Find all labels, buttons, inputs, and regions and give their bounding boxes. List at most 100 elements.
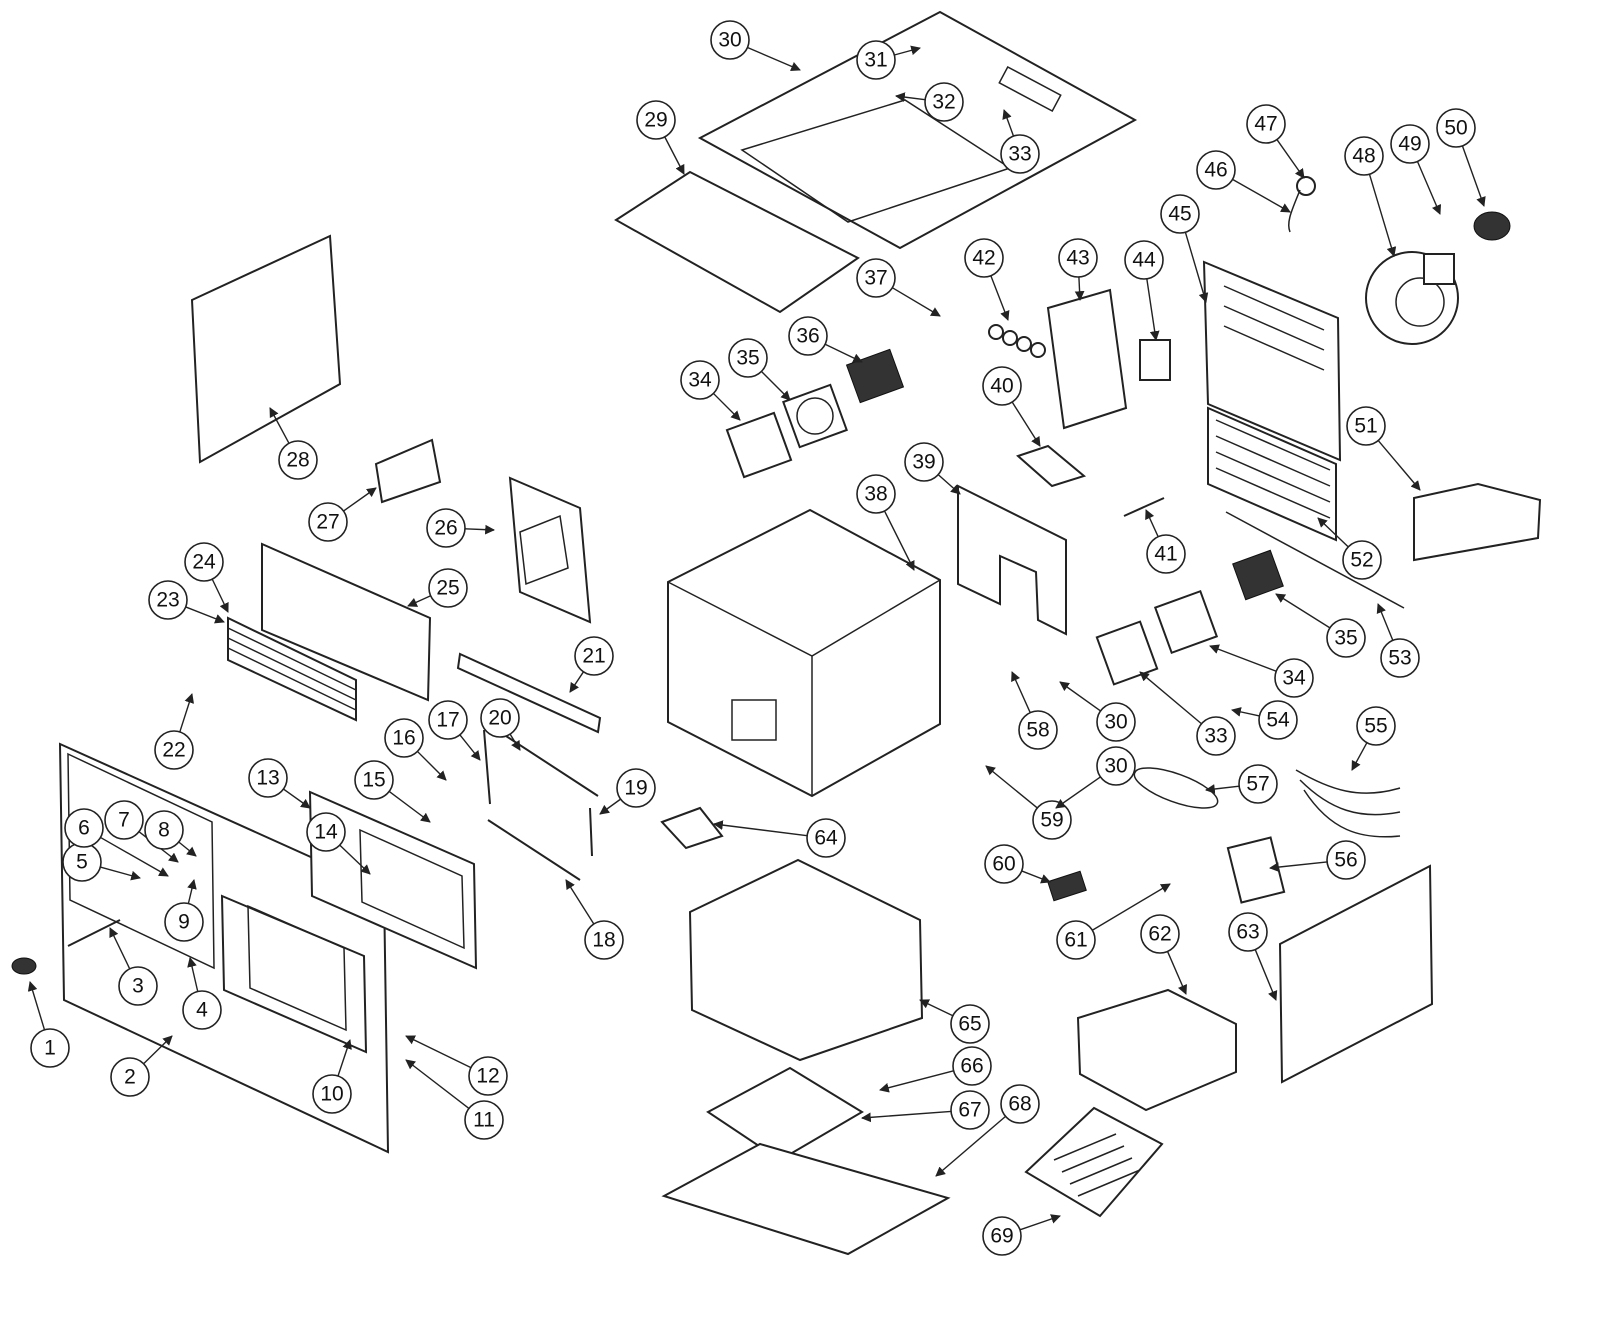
callout-circle [248,758,288,798]
callout-leader-line [747,46,801,72]
callout-circle [806,818,846,858]
callout-leader-line [1209,644,1277,672]
callout-number: 5 [76,851,88,874]
callout-leader-line [919,999,954,1017]
callout-leader-line [1002,109,1015,137]
callout-number: 33 [1008,143,1031,166]
callout-leader-line [1011,401,1041,447]
callout-56: 56 [1269,840,1366,880]
grate-part [227,616,357,722]
callout-circle [728,338,768,378]
callout-leader-line [713,820,808,837]
callout-leader-line [1416,161,1442,215]
callout-leader-line [109,927,131,970]
callout-leader-line [937,474,961,495]
motor-part [1139,339,1171,381]
callout-circle [952,1046,992,1086]
callout-number: 57 [1246,773,1269,796]
callout-circle [1238,764,1278,804]
callout-leader-line [1275,593,1331,629]
callout-number: 28 [286,449,309,472]
callout-number: 34 [1282,667,1306,690]
callout-number: 33 [1204,725,1227,748]
callout-circle [1096,702,1136,742]
igniter-part [1123,497,1165,517]
callout-21: 21 [569,636,614,693]
callout-leader-line [935,1115,1007,1177]
callout-circle [1342,540,1382,580]
callout-48: 48 [1344,136,1397,257]
callout-63: 63 [1228,912,1278,1001]
callout-46: 46 [1196,150,1291,213]
callout-28: 28 [269,407,318,480]
callout-number: 58 [1026,719,1049,742]
callout-leader-line [339,844,371,875]
callout-number: 30 [1104,711,1127,734]
callout-leader-line [100,866,141,881]
callout-leader-line [879,1070,954,1093]
callout-leader-line [894,45,921,56]
cap-part [1473,211,1511,241]
callout-9: 9 [164,879,204,942]
callout-13: 13 [248,758,311,809]
callout-number: 62 [1148,923,1171,946]
callout-leader-line [1091,883,1171,931]
callout-number: 15 [362,769,385,792]
base-box-part [688,858,924,1062]
callout-circle [636,100,676,140]
callout-leader-line [143,1035,173,1065]
washers-part [988,324,1046,358]
sensor-part [1296,176,1316,196]
callout-54: 54 [1231,700,1298,740]
callout-number: 29 [644,109,667,132]
callout-leader-line [1351,742,1368,771]
callout-number: 68 [1008,1093,1031,1116]
left-side-panel-part [190,234,342,464]
callout-49: 49 [1390,124,1442,215]
callout-leader-line [1254,949,1278,1001]
callout-circle [306,812,346,852]
shield-part [957,484,1067,636]
callout-leader-line [1059,681,1101,712]
callout-60: 60 [984,844,1051,884]
callout-leader-line [464,524,495,535]
callout-35: 35 [1275,593,1366,658]
callout-58: 58 [1011,671,1058,750]
callout-number: 20 [488,707,511,730]
callout-circle [1326,840,1366,880]
main-frame-part [667,508,941,798]
callout-circle [982,1216,1022,1256]
callout-number: 53 [1388,647,1411,670]
callout-number: 56 [1334,849,1357,872]
callout-26: 26 [426,508,495,548]
callout-number: 35 [736,347,759,370]
callout-leader-line [990,275,1010,321]
callout-circle [964,238,1004,278]
callout-52: 52 [1317,517,1382,580]
callout-number: 40 [990,375,1013,398]
callout-number: 42 [972,247,995,270]
callout-circle [856,258,896,298]
callout-leader-line [1368,173,1397,257]
callout-circle [1000,134,1040,174]
callout-34: 34 [1209,644,1314,698]
callout-leader-line [509,733,521,751]
bracket-plate-part [261,542,432,702]
cord-part [1133,767,1219,809]
callout-number: 8 [158,819,170,842]
rod-part [1225,511,1405,609]
callout-leader-line [985,765,1038,809]
callout-circle [104,800,144,840]
callout-27: 27 [308,487,377,542]
fan-part [782,383,848,449]
callout-circle [64,808,104,848]
callout-41: 41 [1145,509,1186,574]
grill-part [845,348,905,404]
callout-circle [924,82,964,122]
callout-leader-line [1276,139,1305,179]
wire-harness-part [1295,769,1401,838]
callout-circle [1018,710,1058,750]
callout-62: 62 [1140,914,1187,995]
callout-number: 65 [958,1013,981,1036]
